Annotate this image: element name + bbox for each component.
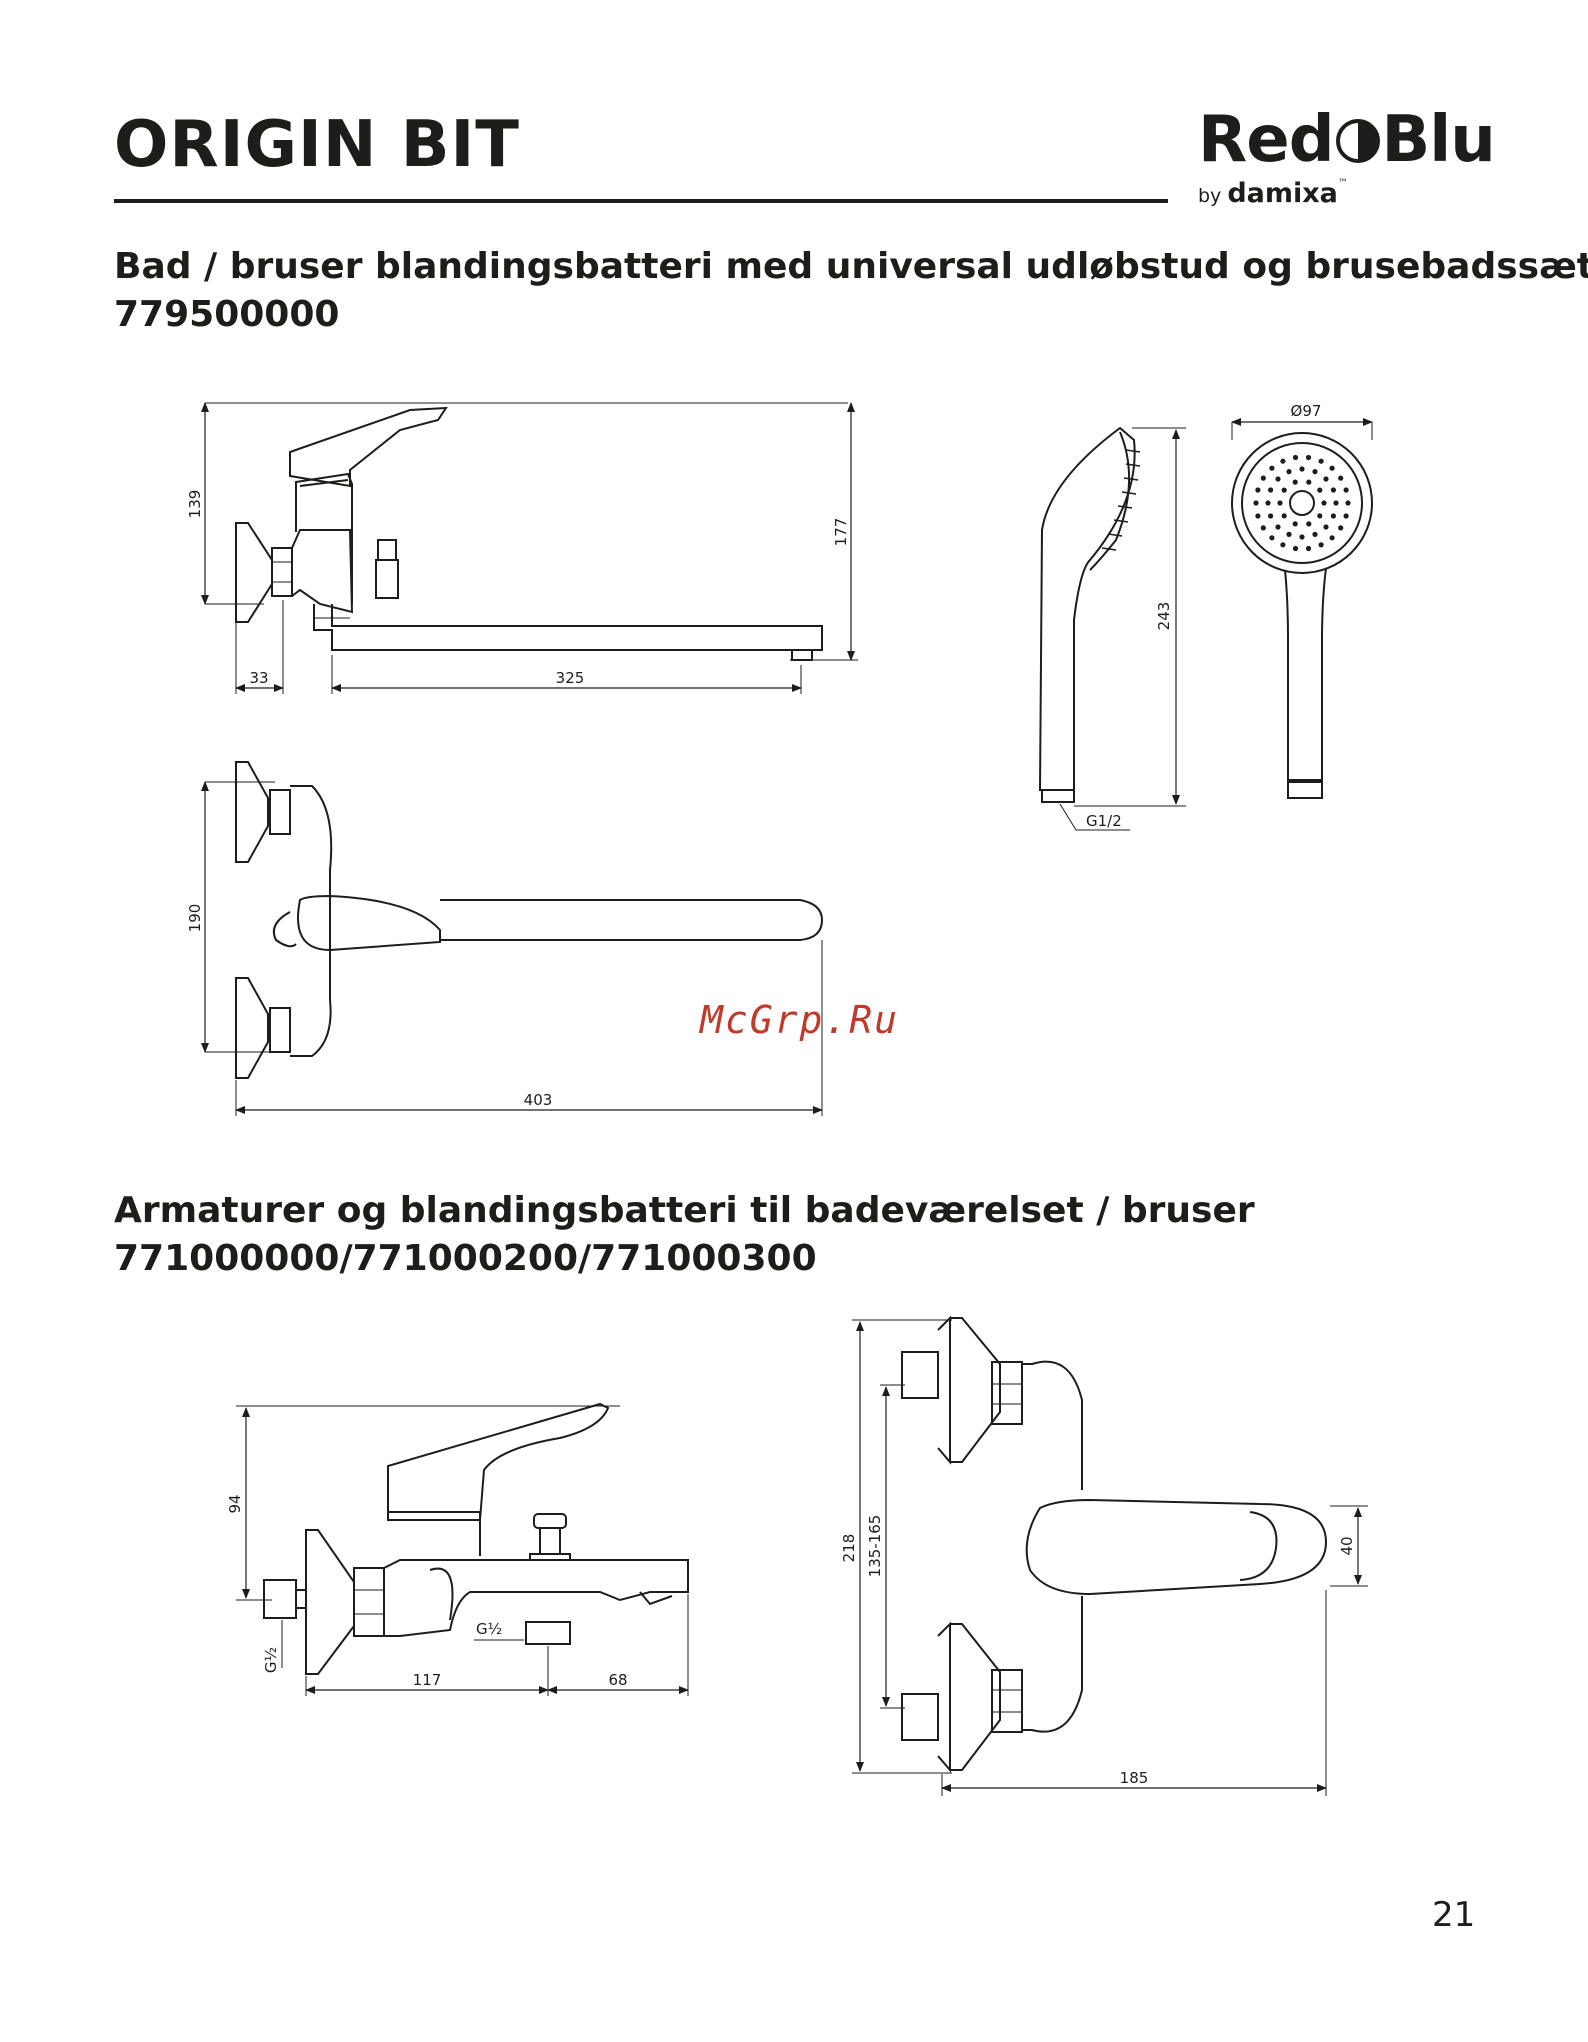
nozzle-dot: [1293, 546, 1298, 551]
dim-325: 325: [556, 669, 585, 687]
dim-139: 139: [186, 490, 204, 519]
nozzle-dot: [1286, 532, 1291, 537]
dim-190: 190: [186, 904, 204, 933]
nozzle-dot: [1312, 469, 1317, 474]
nozzle-dot: [1268, 513, 1273, 518]
nozzle-dot: [1331, 513, 1336, 518]
nozzle-dot: [1312, 532, 1317, 537]
nozzle-dot: [1255, 513, 1260, 518]
nozzle-dot: [1319, 459, 1324, 464]
nozzle-dot: [1282, 488, 1287, 493]
dim-68: 68: [608, 1671, 627, 1689]
dim-94: 94: [226, 1494, 244, 1513]
section2-dims-top: [942, 1506, 1368, 1796]
watermark: McGrp.Ru: [700, 998, 899, 1042]
drawing-mixer-side-view: [205, 403, 858, 660]
nozzle-dot: [1269, 535, 1274, 540]
nozzle-dot: [1280, 459, 1285, 464]
nozzle-dot: [1286, 469, 1291, 474]
dim-135-165: 135-165: [866, 1515, 884, 1578]
nozzle-dot: [1299, 466, 1304, 471]
nozzle-dot: [1306, 521, 1311, 526]
nozzle-dot: [1323, 524, 1328, 529]
nozzle-dot: [1306, 480, 1311, 485]
nozzle-dot: [1261, 476, 1266, 481]
dim-403: 403: [524, 1091, 553, 1109]
nozzle-dot: [1323, 476, 1328, 481]
nozzle-dot: [1319, 542, 1324, 547]
nozzle-dot: [1280, 542, 1285, 547]
dim-177: 177: [832, 518, 850, 547]
nozzle-dot: [1268, 487, 1273, 492]
dim-thread-outlet: G½: [476, 1620, 502, 1638]
nozzle-dot: [1306, 455, 1311, 460]
nozzle-dot: [1277, 500, 1282, 505]
nozzle-dot: [1293, 455, 1298, 460]
dim-185: 185: [1120, 1769, 1149, 1787]
dim-243: 243: [1155, 602, 1173, 631]
drawing-hand-shower-front: [1232, 422, 1372, 798]
nozzle-dot: [1344, 487, 1349, 492]
nozzle-dot: [1261, 525, 1266, 530]
nozzle-dot: [1338, 476, 1343, 481]
nozzle-dot: [1269, 466, 1274, 471]
nozzle-dot: [1330, 466, 1335, 471]
drawing-bath-mixer-side-view: [236, 1404, 688, 1674]
nozzle-dot: [1255, 487, 1260, 492]
nozzle-dot: [1265, 500, 1270, 505]
nozzle-dot: [1293, 480, 1298, 485]
nozzle-dot: [1321, 500, 1326, 505]
dim-117: 117: [413, 1671, 442, 1689]
nozzle-dot: [1282, 513, 1287, 518]
dim-thread-side: G½: [262, 1647, 280, 1673]
nozzle-dot: [1345, 500, 1350, 505]
nozzle-dot: [1317, 513, 1322, 518]
nozzle-dot: [1293, 521, 1298, 526]
drawing-bath-mixer-top-view: [852, 1318, 1326, 1773]
nozzle-dot: [1344, 513, 1349, 518]
nozzle-dot: [1338, 525, 1343, 530]
dim-33: 33: [249, 669, 268, 687]
nozzle-dot: [1331, 487, 1336, 492]
page-number: 21: [1432, 1895, 1475, 1935]
dim-218: 218: [840, 1534, 858, 1563]
nozzle-dot: [1317, 488, 1322, 493]
nozzle-dot: [1299, 534, 1304, 539]
dim-40: 40: [1338, 1536, 1356, 1555]
nozzle-dot: [1330, 535, 1335, 540]
nozzle-dot: [1253, 500, 1258, 505]
nozzle-dot: [1306, 546, 1311, 551]
nozzle-dot: [1275, 476, 1280, 481]
dim-thread-g12: G1/2: [1086, 812, 1122, 830]
shower-nozzles: [1253, 455, 1350, 551]
dim-diameter-97: Ø97: [1291, 402, 1322, 420]
nozzle-dot: [1333, 500, 1338, 505]
nozzle-dot: [1275, 524, 1280, 529]
section1-dims-side: [236, 600, 801, 694]
